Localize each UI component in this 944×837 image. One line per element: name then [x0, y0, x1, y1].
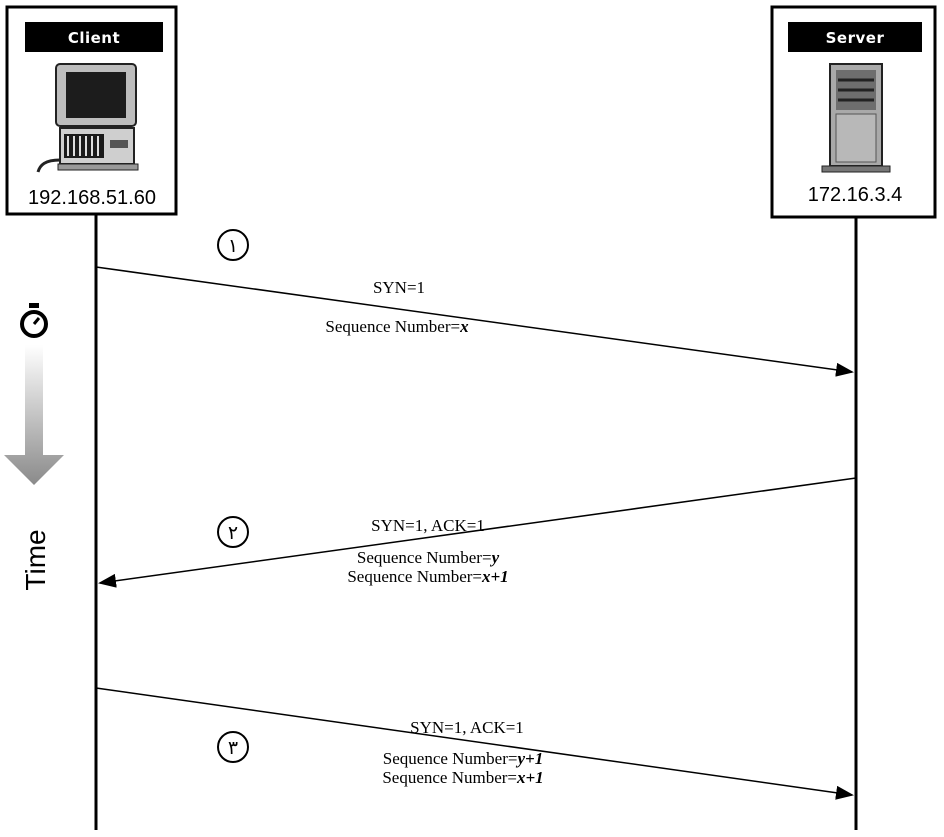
message-1-seq: Sequence Number=x [325, 317, 469, 336]
message-1-flags: SYN=1 [373, 278, 425, 297]
server-label: Server [826, 29, 885, 47]
step-2-number: ٢ [228, 522, 238, 544]
message-2-seq: Sequence Number=y [357, 548, 500, 567]
client-node: Client 192.168.51.60 [7, 7, 176, 214]
server-node: Server 172.16.3.4 [772, 7, 935, 217]
time-indicator: Time [4, 303, 64, 591]
time-label: Time [20, 529, 51, 590]
client-label: Client [68, 29, 120, 47]
server-tower-icon [822, 64, 890, 172]
message-1-arrow [96, 267, 852, 372]
time-arrow [4, 345, 64, 485]
message-2-ack: Sequence Number=x+1 [347, 567, 508, 586]
message-3-seq: Sequence Number=y+1 [383, 749, 543, 768]
message-2: ٢ SYN=1, ACK=1 Sequence Number=y Sequenc… [100, 478, 856, 586]
stopwatch-icon [22, 303, 46, 336]
message-3-ack: Sequence Number=x+1 [382, 768, 543, 787]
message-2-flags: SYN=1, ACK=1 [371, 516, 485, 535]
message-1: ١ SYN=1 Sequence Number=x [96, 230, 852, 372]
message-3: ٣ SYN=1, ACK=1 Sequence Number=y+1 Seque… [96, 688, 852, 795]
message-3-flags: SYN=1, ACK=1 [410, 718, 524, 737]
client-ip: 192.168.51.60 [28, 187, 156, 209]
step-3-number: ٣ [228, 737, 238, 759]
server-ip: 172.16.3.4 [808, 184, 903, 206]
step-1-number: ١ [228, 235, 238, 257]
